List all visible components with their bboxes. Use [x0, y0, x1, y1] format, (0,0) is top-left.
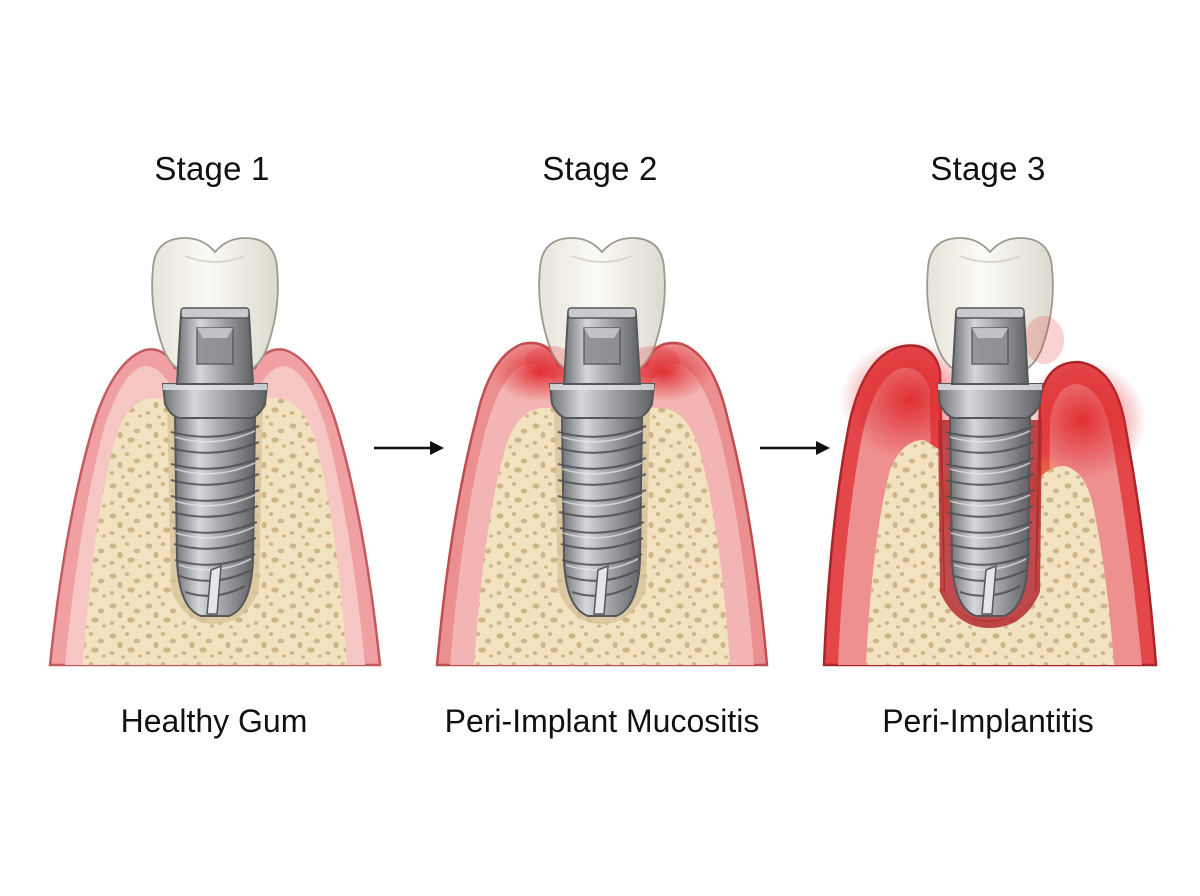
stage-3-caption: Peri-Implantitis	[882, 703, 1094, 739]
arrow-right-icon	[374, 441, 444, 455]
stage-2-title: Stage 2	[542, 150, 658, 187]
implant-screw-icon	[548, 306, 656, 618]
stage-2-illustration	[435, 237, 769, 667]
stage-1-illustration	[48, 237, 382, 667]
stage-1-caption: Healthy Gum	[120, 703, 308, 739]
stage-3-illustration	[822, 237, 1158, 667]
stage-1-title: Stage 1	[154, 150, 270, 187]
implant-screw-icon	[161, 306, 269, 618]
implant-screw-icon	[936, 306, 1044, 618]
arrow-right-icon	[760, 441, 830, 455]
stage-3-title: Stage 3	[930, 150, 1046, 187]
stage-2-caption: Peri-Implant Mucositis	[444, 703, 760, 739]
